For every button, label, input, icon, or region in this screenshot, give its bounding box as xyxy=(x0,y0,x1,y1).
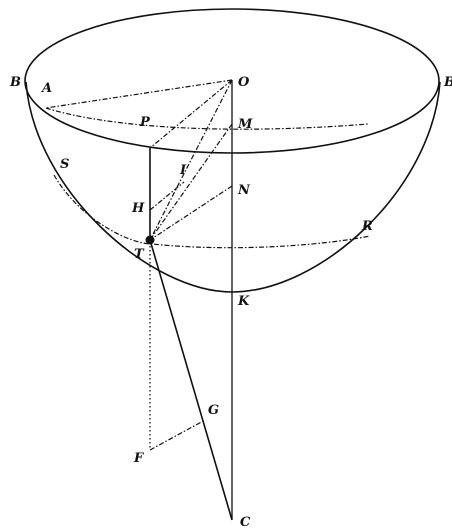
rod-tc xyxy=(149,239,233,521)
label-s: S xyxy=(60,157,69,172)
label-b-right: B xyxy=(443,75,452,90)
label-g: G xyxy=(208,403,219,418)
label-r: R xyxy=(361,219,373,234)
line-mt xyxy=(149,123,233,241)
point-t-marker xyxy=(145,235,155,245)
line-hi xyxy=(149,181,185,211)
label-p: P xyxy=(139,115,151,130)
label-h: H xyxy=(131,201,145,216)
label-k: K xyxy=(237,294,250,309)
label-n: N xyxy=(237,183,251,198)
bowl-body-outline xyxy=(25,81,441,293)
label-t: T xyxy=(134,247,145,262)
circle-through-a-arc xyxy=(45,107,369,130)
label-a: A xyxy=(40,81,52,96)
line-op xyxy=(149,79,233,149)
circle-through-s-t-r-arc xyxy=(53,174,371,249)
label-b-left: B xyxy=(9,75,21,90)
label-o: O xyxy=(238,75,250,90)
line-nt xyxy=(149,185,233,241)
line-ot xyxy=(149,79,233,241)
label-f: F xyxy=(133,451,144,466)
line-fg xyxy=(149,419,206,451)
label-i: I xyxy=(179,163,187,178)
line-oa xyxy=(45,79,233,109)
label-c: C xyxy=(240,515,251,530)
label-m: M xyxy=(237,117,253,132)
